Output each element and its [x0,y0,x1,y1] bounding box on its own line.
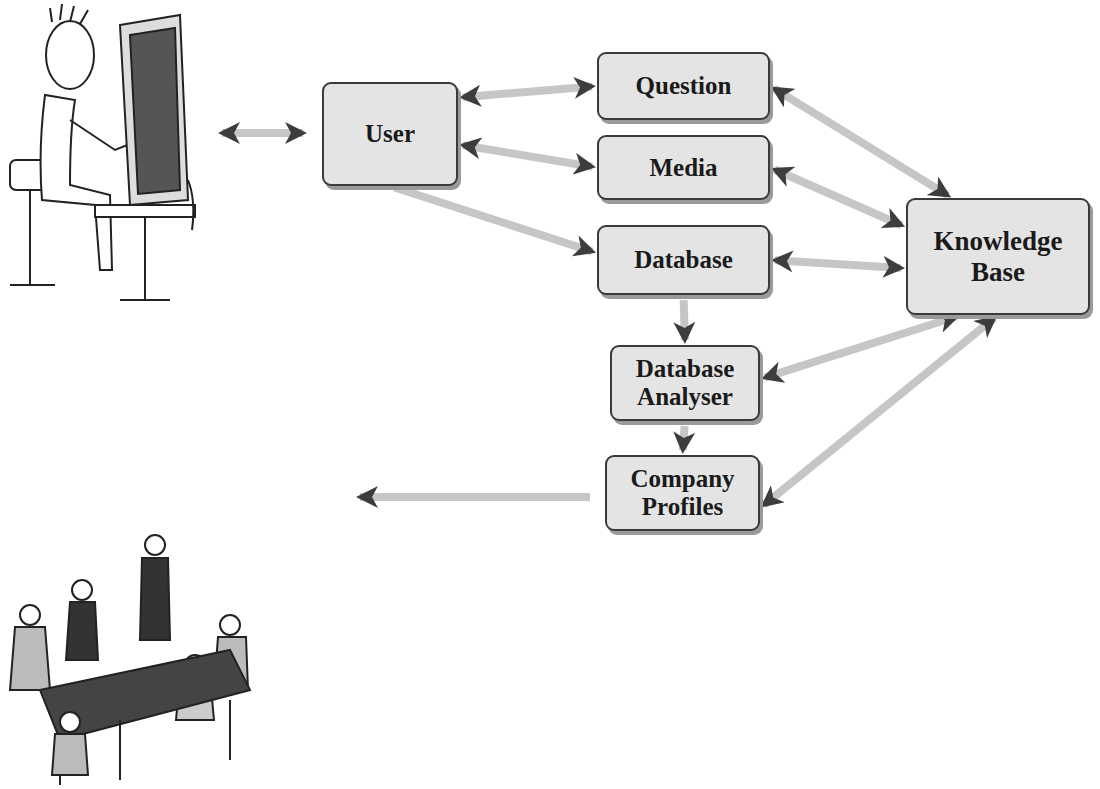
node-label: Question [636,72,732,100]
flow-arrow [764,318,994,505]
flow-arrow [775,260,901,268]
node-label: Media [649,154,717,182]
node-label: Database Analyser [622,355,748,411]
flow-arrow [683,426,685,450]
node-label: Database [634,246,733,274]
store-box: Knowledge Base [906,198,1090,315]
process-box: Media [597,135,770,200]
flow-arrow [775,170,902,226]
node-label: User [365,120,415,148]
user-link-arrow [222,129,303,137]
process-box: Database [597,225,770,295]
output-box: Company Profiles [605,455,760,531]
process-box: Question [597,52,770,120]
user-at-computer [10,4,195,300]
process-box: Database Analyser [610,345,760,421]
flow-arrow [684,300,685,340]
node-label: Company Profiles [617,465,748,521]
meeting-group [10,535,250,785]
output-arrow [360,493,590,501]
flow-arrow [463,86,592,97]
node-label: Knowledge Base [918,226,1078,286]
flow-arrow [395,188,592,252]
actor-box: User [322,82,458,186]
flow-arrow [463,145,592,166]
